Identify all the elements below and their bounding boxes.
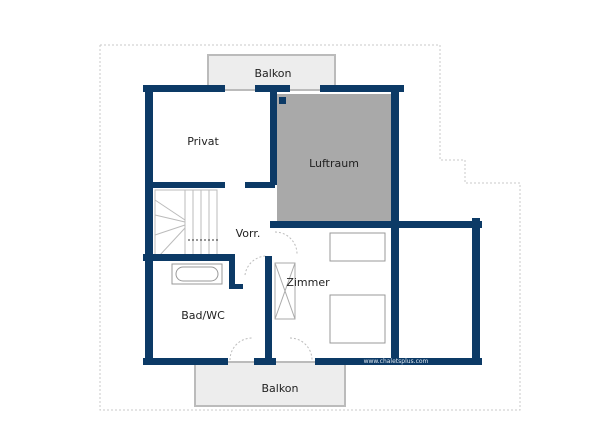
label-balkon-top: Balkon <box>254 67 291 80</box>
label-balkon-bottom: Balkon <box>261 382 298 395</box>
label-luftraum: Luftraum <box>309 157 359 170</box>
label-bad-wc: Bad/WC <box>181 309 225 322</box>
watermark: www.chaletsplus.com <box>364 358 429 365</box>
staircase <box>154 189 218 256</box>
beds <box>329 232 386 344</box>
walls <box>143 85 482 365</box>
label-privat: Privat <box>187 135 219 148</box>
label-zimmer: Zimmer <box>286 276 330 289</box>
label-vorraum: Vorr. <box>236 227 261 240</box>
doors <box>229 231 313 361</box>
luftraum-void <box>277 94 391 222</box>
roof-outline <box>99 44 521 411</box>
wardrobe <box>274 262 296 320</box>
bathtub <box>171 263 223 285</box>
